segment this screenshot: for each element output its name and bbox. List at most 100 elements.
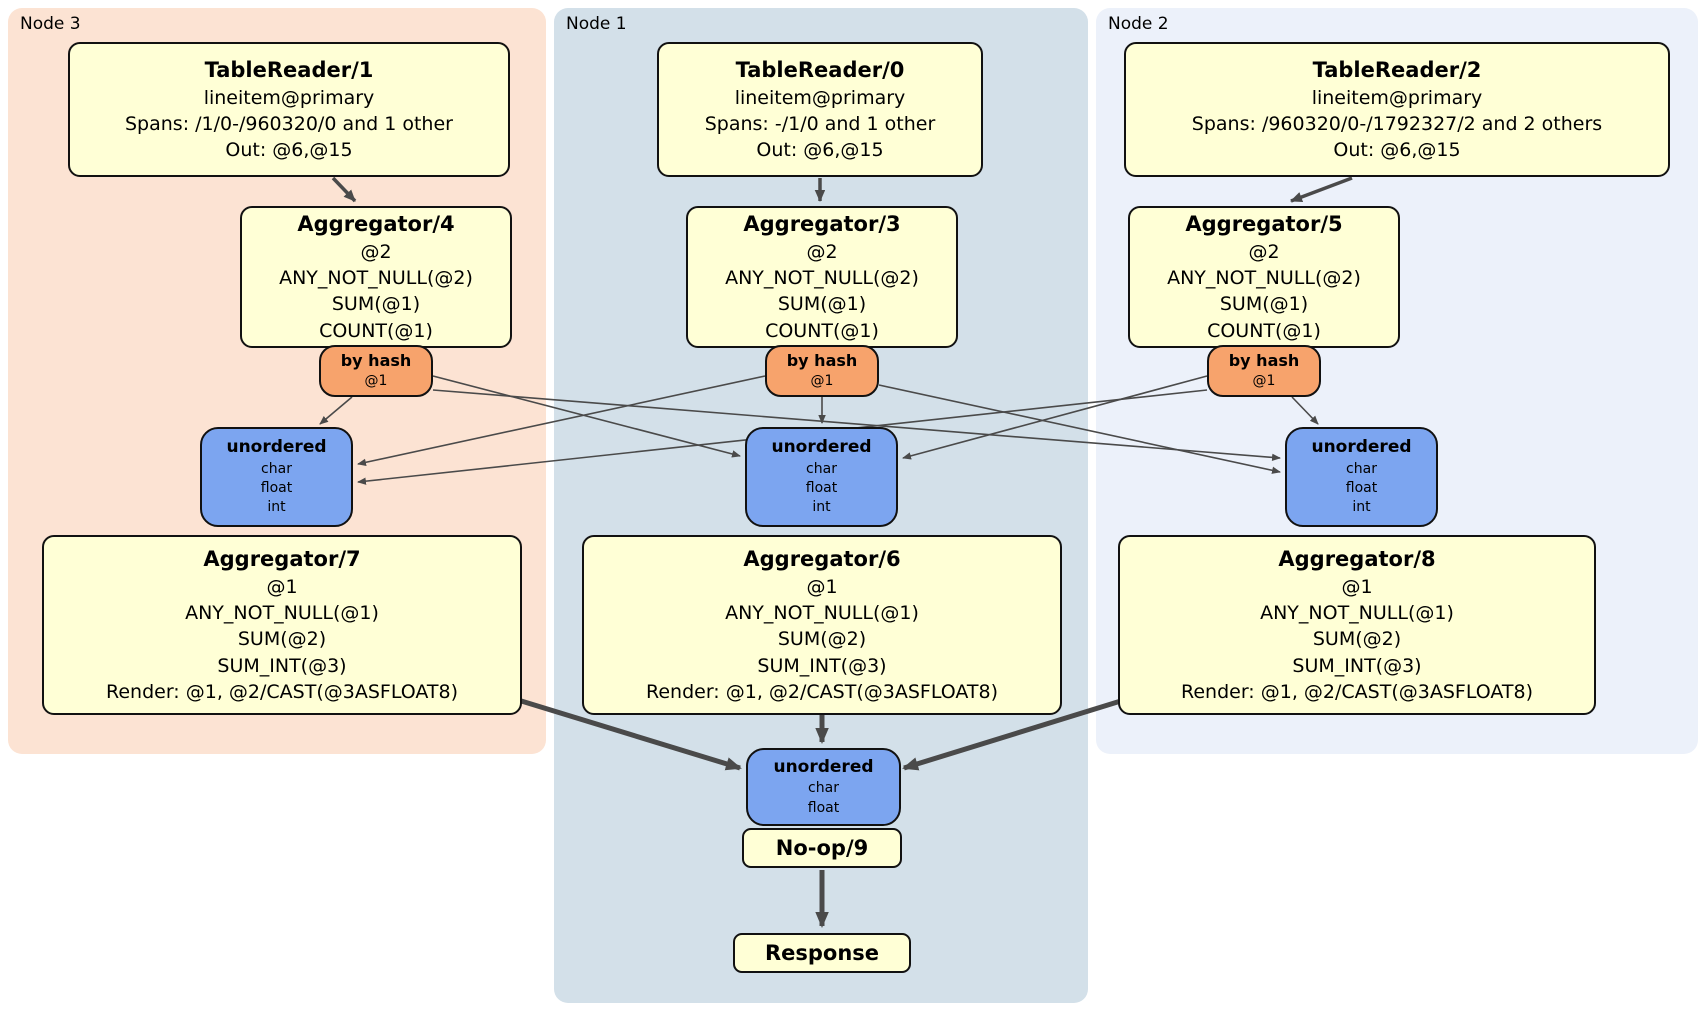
aggregator-3-line-0: @2 [806, 241, 838, 264]
aggregator-4-line-3: COUNT(@1) [319, 319, 433, 342]
sync-unordered-3-line-2: int [267, 499, 286, 516]
edge-aggregator-8-to-sync-unordered-final [902, 697, 1125, 771]
sync-unordered-3-box: unordered char float int [200, 427, 353, 527]
aggregator-5-line-0: @2 [1248, 241, 1280, 264]
aggregator-4-title: Aggregator/4 [297, 212, 455, 237]
aggregator-8-line-3: SUM_INT(@3) [1292, 654, 1422, 677]
edge-router-by-hash-3-to-sync-unordered-2 [432, 389, 1281, 462]
edge-aggregator-7-to-sync-unordered-final [517, 697, 742, 771]
tablereader-0-line-0: lineitem@primary [734, 86, 906, 109]
router-by-hash-3-title: by hash [340, 351, 412, 371]
sync-unordered-final-box: unordered char float [746, 748, 901, 826]
tablereader-2-line-2: Out: @6,@15 [1333, 139, 1461, 162]
tablereader-1-line-0: lineitem@primary [203, 86, 375, 109]
aggregator-7-line-2: SUM(@2) [237, 628, 327, 651]
sync-unordered-1-line-0: char [806, 460, 837, 477]
aggregator-7-title: Aggregator/7 [203, 546, 361, 571]
sync-unordered-3-title: unordered [226, 437, 327, 458]
sync-unordered-final-line-1: float [807, 799, 840, 816]
tablereader-1-title: TableReader/1 [204, 57, 374, 82]
aggregator-8-line-0: @1 [1341, 575, 1373, 598]
aggregator-4-line-1: ANY_NOT_NULL(@2) [279, 267, 473, 290]
sync-unordered-2-line-1: float [1345, 480, 1378, 497]
aggregator-8-line-4: Render: @1, @2/CAST(@3ASFLOAT8) [1181, 680, 1533, 703]
response-box: Response [733, 933, 911, 973]
tablereader-0-line-1: Spans: -/1/0 and 1 other [704, 112, 936, 135]
aggregator-6-title: Aggregator/6 [743, 546, 901, 571]
sync-unordered-1-box: unordered char float int [745, 427, 898, 527]
router-by-hash-3-line-0: @1 [364, 373, 388, 390]
sync-unordered-final-title: unordered [773, 756, 874, 777]
aggregator-5-line-1: ANY_NOT_NULL(@2) [1167, 267, 1361, 290]
sync-unordered-3-line-0: char [261, 460, 292, 477]
sync-unordered-2-line-0: char [1346, 460, 1377, 477]
edge-router-by-hash-2-to-sync-unordered-1 [902, 375, 1208, 460]
edge-router-by-hash-3-to-sync-unordered-1 [432, 375, 741, 458]
aggregator-4-line-2: SUM(@1) [331, 293, 421, 316]
aggregator-6-line-4: Render: @1, @2/CAST(@3ASFLOAT8) [646, 680, 998, 703]
noop-9-title: No-op/9 [775, 835, 869, 860]
aggregator-3-line-1: ANY_NOT_NULL(@2) [725, 267, 919, 290]
router-by-hash-1-box: by hash @1 [765, 345, 879, 397]
router-by-hash-1-line-0: @1 [810, 373, 834, 390]
aggregator-7-line-3: SUM_INT(@3) [217, 654, 347, 677]
aggregator-3-title: Aggregator/3 [743, 212, 901, 237]
tablereader-2-line-1: Spans: /960320/0-/1792327/2 and 2 others [1191, 112, 1603, 135]
aggregator-4-line-0: @2 [360, 241, 392, 264]
router-by-hash-1-title: by hash [786, 351, 858, 371]
aggregator-8-title: Aggregator/8 [1278, 546, 1436, 571]
sync-unordered-2-box: unordered char float int [1285, 427, 1438, 527]
aggregator-7-line-0: @1 [266, 575, 298, 598]
tablereader-2-line-0: lineitem@primary [1311, 86, 1483, 109]
sync-unordered-3-line-1: float [260, 480, 293, 497]
aggregator-6-line-1: ANY_NOT_NULL(@1) [725, 602, 919, 625]
aggregator-3-line-2: SUM(@1) [777, 293, 867, 316]
sync-unordered-final-line-0: char [808, 780, 839, 797]
tablereader-1-line-2: Out: @6,@15 [225, 139, 353, 162]
sync-unordered-1-line-1: float [805, 480, 838, 497]
sync-unordered-1-line-2: int [812, 499, 831, 516]
tablereader-0-line-2: Out: @6,@15 [756, 139, 884, 162]
panel-label-node1: Node 1 [566, 14, 627, 34]
aggregator-5-title: Aggregator/5 [1185, 212, 1343, 237]
aggregator-6-line-3: SUM_INT(@3) [757, 654, 887, 677]
tablereader-2-title: TableReader/2 [1312, 57, 1482, 82]
panel-label-node3: Node 3 [20, 14, 81, 34]
edge-router-by-hash-1-to-sync-unordered-3 [357, 375, 766, 467]
aggregator-3-line-3: COUNT(@1) [765, 319, 879, 342]
router-by-hash-2-line-0: @1 [1252, 373, 1276, 390]
aggregator-5-line-2: SUM(@1) [1219, 293, 1309, 316]
tablereader-1-line-1: Spans: /1/0-/960320/0 and 1 other [125, 112, 453, 135]
response-title: Response [764, 940, 880, 965]
router-by-hash-3-box: by hash @1 [319, 345, 433, 397]
aggregator-6-line-0: @1 [806, 575, 838, 598]
edge-router-by-hash-2-to-sync-unordered-2 [1291, 396, 1319, 425]
sync-unordered-2-title: unordered [1311, 437, 1412, 458]
aggregator-7-line-4: Render: @1, @2/CAST(@3ASFLOAT8) [106, 680, 458, 703]
edge-tablereader-2-to-aggregator-5 [1290, 176, 1353, 203]
tablereader-0-title: TableReader/0 [735, 57, 905, 82]
aggregator-5-line-3: COUNT(@1) [1207, 319, 1321, 342]
edge-router-by-hash-1-to-sync-unordered-2 [878, 384, 1281, 474]
panel-label-node2: Node 2 [1108, 14, 1169, 34]
aggregator-7-line-1: ANY_NOT_NULL(@1) [185, 602, 379, 625]
sync-unordered-1-title: unordered [771, 437, 872, 458]
aggregator-8-line-2: SUM(@2) [1312, 628, 1402, 651]
sync-unordered-2-line-2: int [1352, 499, 1371, 516]
edge-tablereader-1-to-aggregator-4 [331, 176, 357, 203]
router-by-hash-2-title: by hash [1228, 351, 1300, 371]
router-by-hash-2-box: by hash @1 [1207, 345, 1321, 397]
noop-9-box: No-op/9 [742, 828, 902, 868]
edge-router-by-hash-3-to-sync-unordered-3 [319, 396, 353, 425]
aggregator-8-line-1: ANY_NOT_NULL(@1) [1260, 602, 1454, 625]
